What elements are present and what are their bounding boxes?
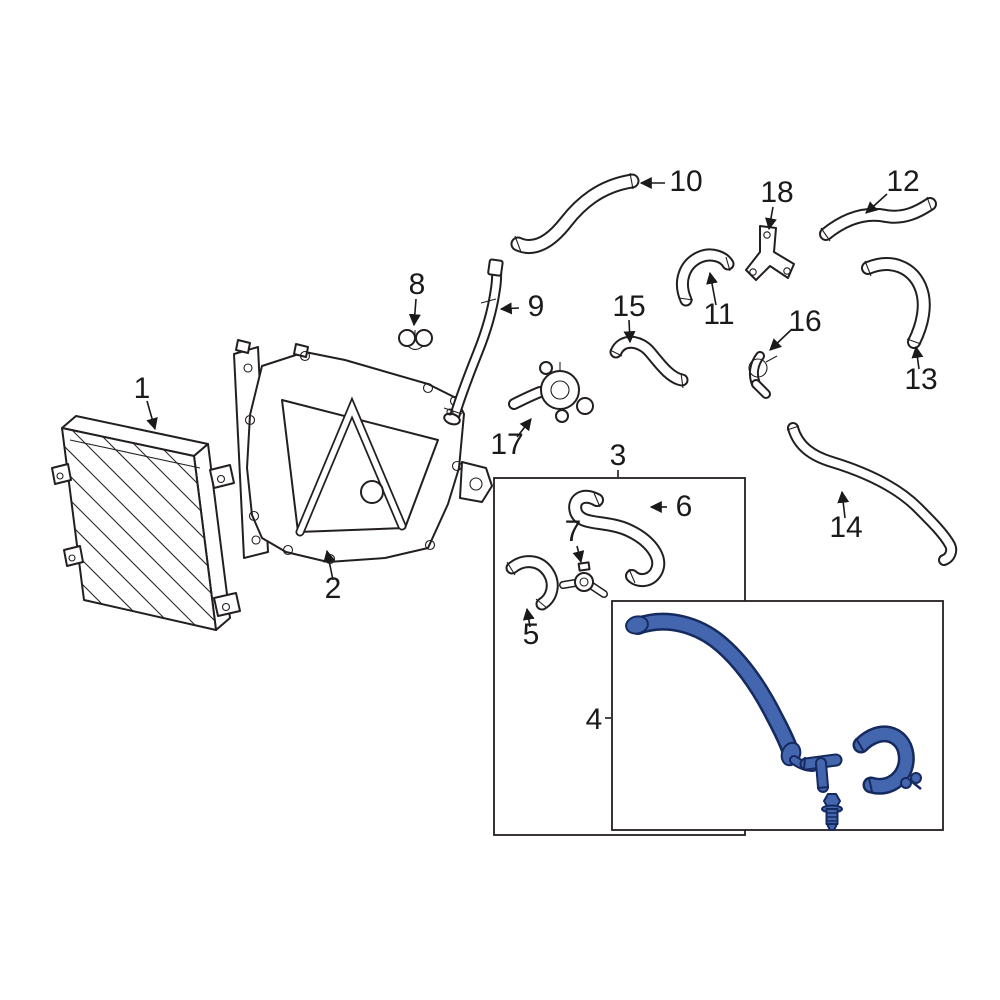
part-1-radiator <box>51 415 241 631</box>
part-5-hose <box>505 555 559 611</box>
part-9-filler-tube <box>443 258 504 426</box>
part-15-hose <box>609 335 689 389</box>
leader-18 <box>765 206 777 231</box>
leader-7 <box>572 545 585 564</box>
callout-6: 6 <box>676 490 693 523</box>
hose-open-end <box>625 615 649 635</box>
leader-14 <box>837 490 850 519</box>
leader-lines <box>146 177 924 719</box>
leader-2 <box>323 549 336 581</box>
part-10-hose <box>510 172 640 254</box>
bolt-sensor <box>821 793 843 831</box>
part-18-bracket <box>745 225 795 281</box>
callout-9: 9 <box>528 290 545 323</box>
callout-15: 15 <box>612 290 645 323</box>
radiator-mounting-tabs <box>51 463 241 617</box>
callout-1: 1 <box>134 372 151 405</box>
callout-8: 8 <box>409 268 426 301</box>
leader-1 <box>146 400 158 431</box>
part-17-water-outlet <box>508 361 594 423</box>
part-7-fitting <box>559 561 608 598</box>
callout-11: 11 <box>703 298 734 331</box>
part-6-hose <box>568 489 666 588</box>
callout-17: 17 <box>490 428 523 461</box>
callout-13: 13 <box>904 363 937 396</box>
hose-clamp-clip <box>900 772 922 790</box>
callout-7: 7 <box>565 515 582 548</box>
leader-12 <box>865 193 888 214</box>
callout-4: 4 <box>586 703 603 736</box>
part-2-radiator-support <box>233 339 493 565</box>
leader-5 <box>522 607 535 628</box>
leader-16 <box>769 329 792 351</box>
callout-16: 16 <box>788 305 821 338</box>
callout-2: 2 <box>325 572 342 605</box>
part-16-fitting <box>748 351 778 399</box>
leader-8 <box>408 298 421 327</box>
callout-14: 14 <box>829 511 862 544</box>
leader-11 <box>706 271 718 306</box>
callout-12: 12 <box>886 165 919 198</box>
part-14-hose <box>786 422 958 566</box>
callout-5: 5 <box>523 618 540 651</box>
part-13-hose <box>861 257 931 349</box>
curved-end-hose <box>852 725 915 795</box>
leader-15 <box>623 319 636 344</box>
part-8-clip <box>398 329 433 351</box>
tee-fitting <box>799 753 843 793</box>
callout-labels: 1 2 3 4 5 6 7 8 9 10 11 12 13 14 15 16 1… <box>134 165 938 736</box>
part-11-hose <box>676 248 735 307</box>
callout-3: 3 <box>610 439 627 472</box>
part-4-highlighted-hose-assembly <box>625 612 922 831</box>
leader-13 <box>911 345 924 370</box>
leader-17 <box>516 418 532 438</box>
part-12-hose <box>819 196 937 242</box>
callout-18: 18 <box>760 176 793 209</box>
callout-10: 10 <box>669 165 702 198</box>
leader-9 <box>499 302 520 315</box>
